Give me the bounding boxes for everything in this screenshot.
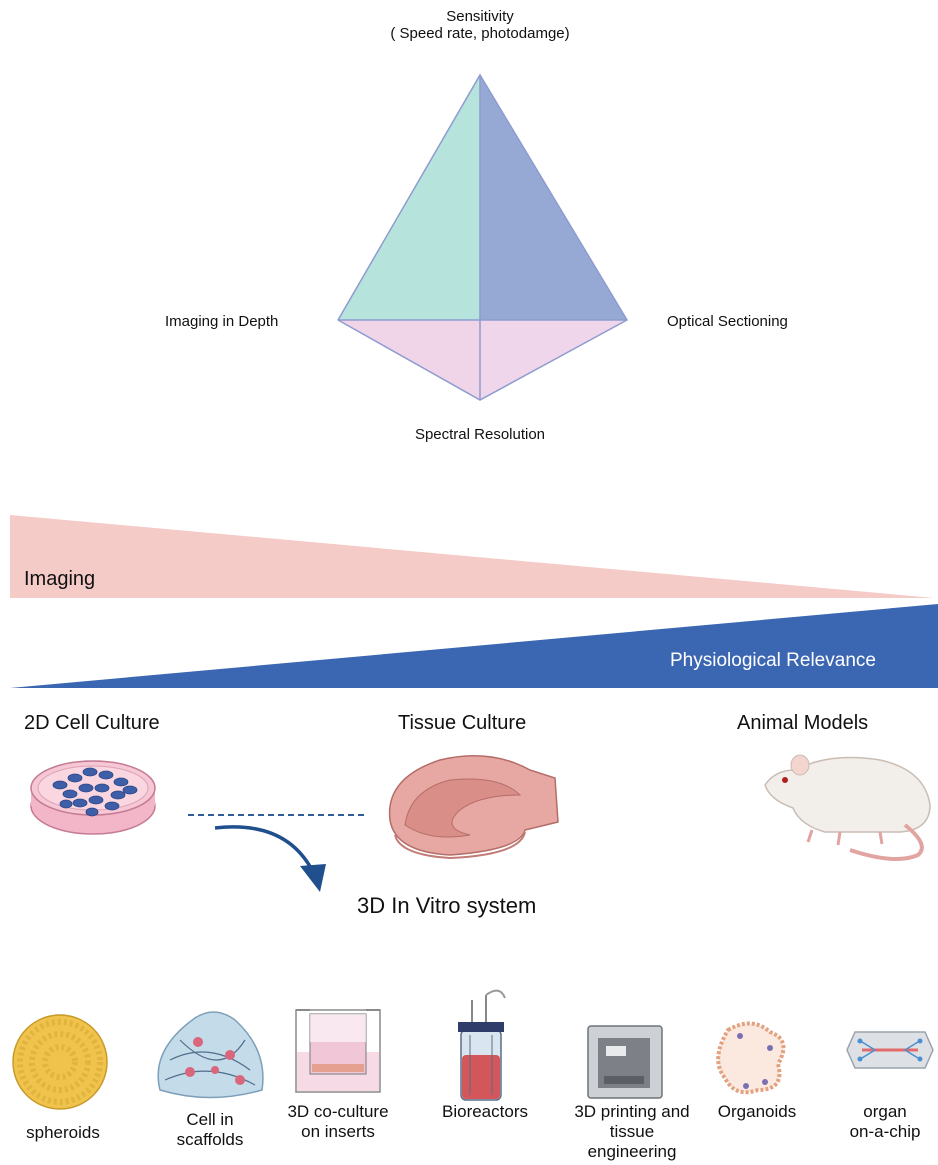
inserts-label-line2: on inserts [301,1122,375,1141]
sensitivity-subtitle: ( Speed rate, photodamge) [390,25,570,42]
printer-icon [587,1025,663,1099]
sensitivity-label: Sensitivity ( Speed rate, photodamge) [380,8,580,42]
spectral-resolution-label: Spectral Resolution [414,426,546,443]
chip-label-line2: on-a-chip [849,1122,921,1141]
tissue-slice-icon [388,755,559,860]
inserts-label: 3D co-culture on inserts [268,1102,408,1142]
sensitivity-pyramid [337,73,629,401]
spheroids-label: spheroids [8,1123,118,1143]
spheroids-label-line1: spheroids [26,1123,100,1142]
curved-arrow-icon [214,825,326,892]
scaffolds-label: Cell in scaffolds [150,1110,270,1150]
chip-icon [846,1031,934,1069]
animal-models-title: Animal Models [737,712,869,734]
imaging-wedge-label: Imaging [24,568,96,590]
optical-sectioning-label: Optical Sectioning [667,313,788,330]
petri-dish-icon [30,760,156,835]
spheroid-icon [12,1014,108,1110]
mouse-icon [764,754,931,861]
printing-label-line3: engineering [587,1142,677,1161]
printing-label-line2: tissue [609,1122,655,1141]
insert-icon [295,1009,381,1093]
chip-label-line1: organ [863,1102,907,1121]
imaging-wedge [10,515,934,598]
organoids-label-line1: Organoids [717,1102,797,1121]
chip-label: organ on-a-chip [835,1102,935,1142]
bioreactors-label: Bioreactors [425,1102,545,1122]
scaffold-icon [157,1011,264,1099]
scaffolds-label-line1: Cell in [186,1110,234,1129]
pyramid-edges [337,73,629,401]
2d-culture-title: 2D Cell Culture [24,712,160,734]
printing-label-line1: 3D printing and [574,1102,690,1121]
sensitivity-title: Sensitivity [446,8,514,25]
relevance-wedge-label: Physiological Relevance [670,650,876,671]
bioreactor-icon [458,989,506,1101]
inserts-label-line1: 3D co-culture [287,1102,389,1121]
imaging-depth-label: Imaging in Depth [165,313,279,330]
organoid-icon [716,1021,786,1095]
relevance-wedge [10,604,938,688]
organoids-label: Organoids [702,1102,812,1122]
scaffolds-label-line2: scaffolds [176,1130,244,1149]
gradient-wedges [10,515,938,688]
printing-label: 3D printing and tissue engineering [557,1102,707,1162]
3d-system-title: 3D In Vitro system [357,893,537,918]
tissue-culture-title: Tissue Culture [398,712,527,734]
bioreactors-label-line1: Bioreactors [442,1102,528,1121]
